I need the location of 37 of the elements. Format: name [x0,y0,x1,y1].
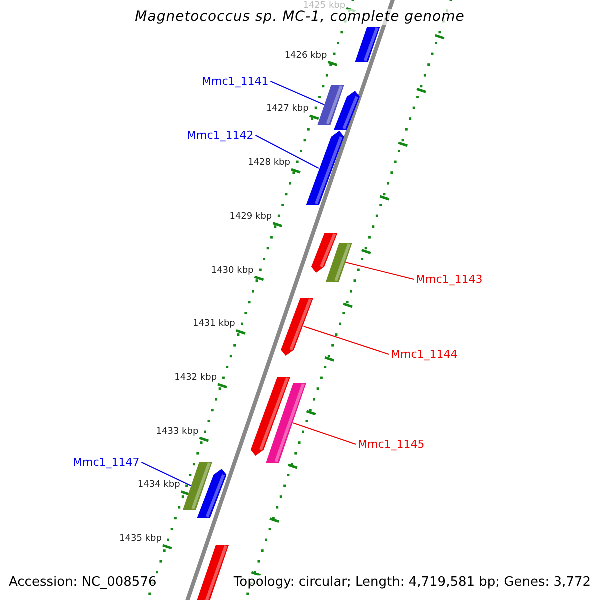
gene-label: Mmc1_1143 [416,273,483,286]
tick-label: 1430 kbp [211,266,254,276]
tick-label: 1425 kbp [303,1,346,11]
leader-line [255,135,320,169]
gene-feature [281,298,314,356]
tick-label: 1429 kbp [230,212,272,222]
tick-label: 1432 kbp [174,372,218,383]
tick-label: 1433 kbp [156,426,199,437]
leader-line [345,262,414,280]
tick-label: 1434 kbp [138,480,180,490]
gene-feature [250,377,291,456]
gene-feature [266,383,307,463]
accession-text: Accession: NC_008576 [9,575,157,590]
gene-feature [197,469,227,518]
tick-label: 1426 kbp [284,50,328,61]
title: Magnetococcus sp. MC-1, complete genome [135,9,465,25]
gene-label: Mmc1_1147 [73,456,140,469]
gene-label: Mmc1_1141 [202,75,269,88]
leader-line [141,462,192,486]
gene-feature [311,233,338,273]
gene-feature [318,85,344,125]
gene-feature [326,243,352,282]
gene-feature [306,131,344,205]
genome-info-text: Topology: circular; Length: 4,719,581 bp; Genes: 3,772 [234,575,591,590]
gene-feature [355,27,380,62]
tick-label: 1427 kbp [266,104,309,114]
tick-label: 1428 kbp [248,158,290,168]
gene-feature [183,462,212,510]
gene-label: Mmc1_1142 [187,129,254,142]
gene-feature [334,91,360,130]
leader-line [303,326,390,355]
gene-label: Mmc1_1145 [358,438,425,451]
leader-line [292,422,356,445]
tick-label: 1431 kbp [192,319,236,330]
tick-label: 1435 kbp [120,534,162,544]
leader-line [270,81,326,106]
gene-label: Mmc1_1144 [391,348,458,361]
